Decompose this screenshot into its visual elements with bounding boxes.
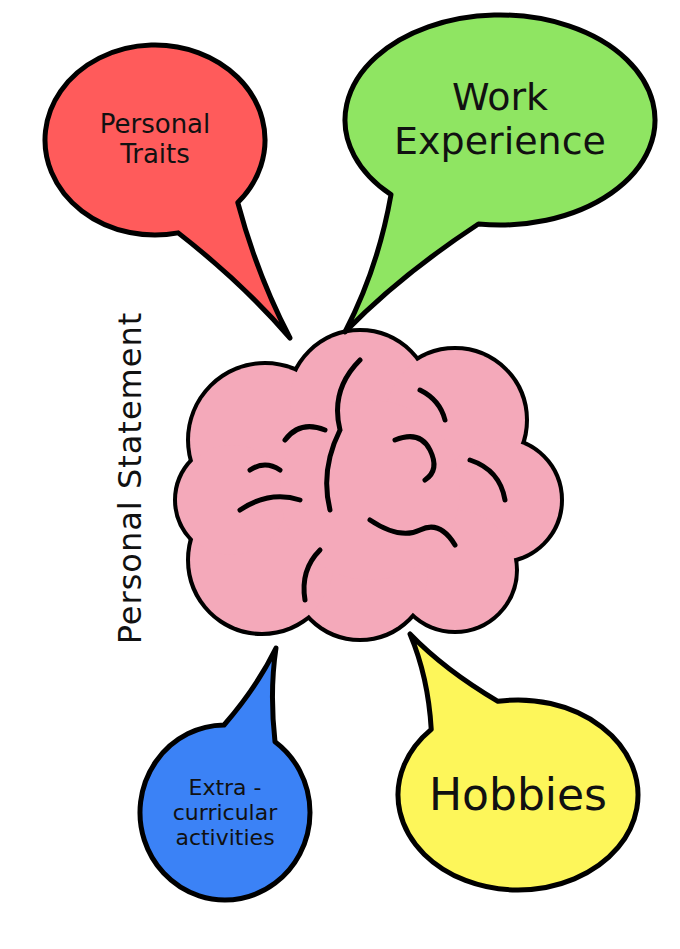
speech-bubble: Work Experience bbox=[345, 15, 655, 225]
speech-bubble: Extra -curricular activities bbox=[140, 725, 310, 900]
side-label: Personal Statement bbox=[111, 312, 149, 645]
bubble-shape bbox=[345, 15, 655, 332]
bubble-label: Hobbies bbox=[429, 770, 607, 821]
bubble-label: Personal Traits bbox=[87, 110, 223, 170]
bubble-label: Work Experience bbox=[376, 76, 624, 163]
bubble-shape bbox=[398, 634, 638, 890]
speech-bubble: Hobbies bbox=[398, 700, 638, 890]
bubble-shape bbox=[45, 45, 290, 338]
speech-bubble: Personal Traits bbox=[45, 45, 265, 235]
bubble-shape bbox=[140, 648, 310, 900]
bubble-label: Extra -curricular activities bbox=[164, 775, 286, 851]
